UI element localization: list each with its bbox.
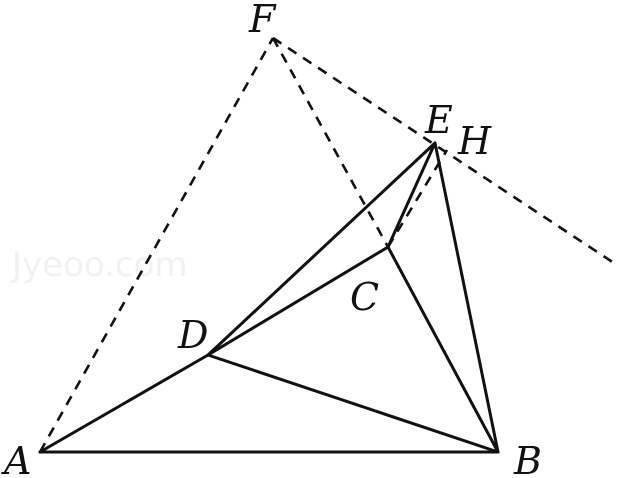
segment-FC <box>271 37 390 248</box>
segment-DE <box>206 141 437 357</box>
segment-DB <box>206 353 500 454</box>
segment-AD <box>38 353 210 454</box>
segment-EB <box>433 141 500 454</box>
segment-AF <box>38 37 275 453</box>
label-point-H: H <box>457 119 492 163</box>
label-point-B: B <box>513 439 542 478</box>
segment-CE <box>386 141 437 249</box>
segment-DC <box>206 245 390 357</box>
label-point-A: A <box>1 439 31 478</box>
label-point-F: F <box>248 0 277 41</box>
label-point-D: D <box>177 313 208 357</box>
watermark: Jyeoo.com <box>10 245 188 285</box>
label-point-C: C <box>350 275 379 319</box>
segment-CH <box>386 149 449 248</box>
label-point-E: E <box>424 98 453 142</box>
segment-CB <box>386 245 500 454</box>
